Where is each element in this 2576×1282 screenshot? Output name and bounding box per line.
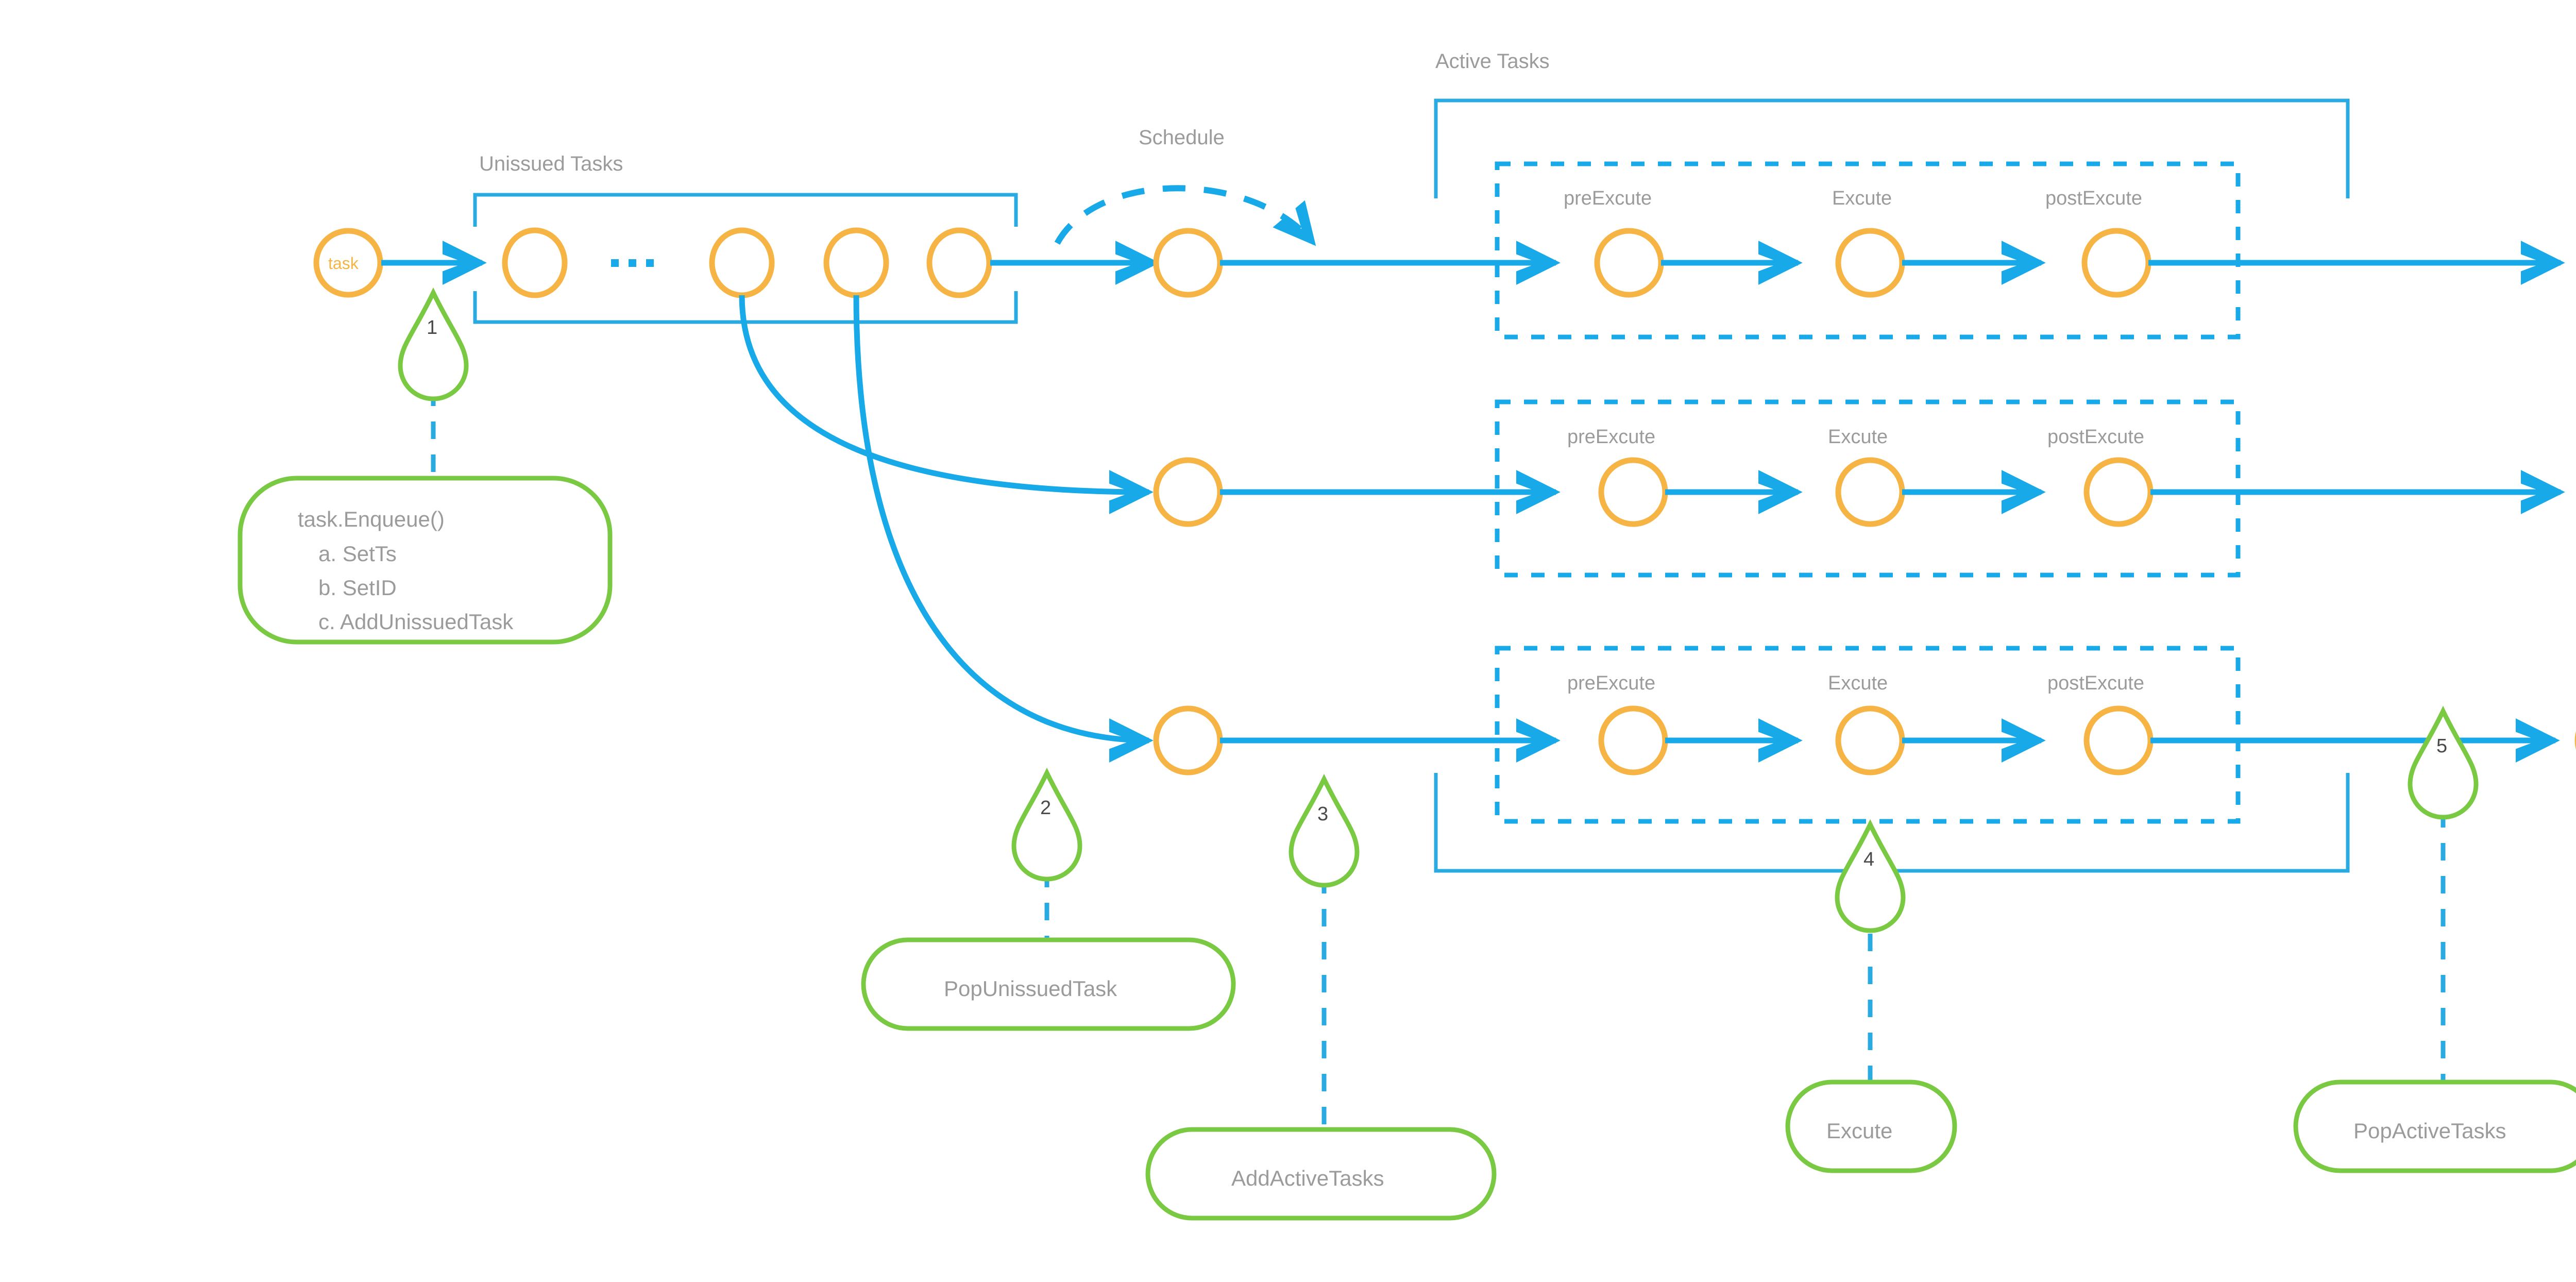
callout-enqueue-step-b: b. SetID [318,576,397,600]
row-3-label-excute: Excute [1828,672,1888,694]
schedule-label: Schedule [1139,126,1225,149]
marker-4-number: 4 [1863,849,1875,870]
row-2-label-excute: Excute [1828,426,1888,448]
row-1-entry-node[interactable] [1153,228,1223,298]
row-3-node-excute[interactable] [1835,705,1905,775]
row-1-node-postexcute[interactable] [2081,228,2151,298]
row-1-label-excute: Excute [1832,188,1892,209]
row-3-label-postexcute: postExcute [2047,672,2144,694]
callout-enqueue-step-c: c. AddUnissuedTask [318,610,514,634]
row-2-entry-node[interactable] [1153,457,1223,527]
row-3-node-postexcute[interactable] [2083,705,2154,775]
source-task-node[interactable] [313,228,383,298]
unissued-task-node-1[interactable] [502,227,568,298]
unissued-task-node-3[interactable] [823,227,889,298]
row-2-node-postexcute[interactable] [2083,457,2154,527]
callout-box-pop-unissued[interactable] [861,937,1236,1031]
callout-box-excute[interactable] [1785,1079,1957,1173]
row-3-pipeline-box [1495,646,2241,824]
row-2-label-postexcute: postExcute [2047,426,2144,448]
callout-add-active-label: AddActiveTasks [1231,1166,1384,1190]
unissued-task-node-2[interactable] [709,227,775,298]
row-3-node-preexcute[interactable] [1598,705,1668,775]
row-3-label-preexcute: preExcute [1567,672,1656,694]
unissued-tasks-group-label: Unissued Tasks [479,153,623,175]
active-tasks-group-label: Active Tasks [1435,50,1550,73]
row-1-node-preexcute[interactable] [1594,228,1664,298]
queue-ellipsis-dots [611,259,654,267]
row-1-label-preexcute: preExcute [1564,188,1652,209]
callout-enqueue-title: task.Enqueue() [298,507,445,531]
edge-queue-to-row2 [739,295,1154,514]
marker-2-droplet-icon [1011,767,1082,882]
row-2-node-excute[interactable] [1835,457,1905,527]
callout-pop-active-label: PopActiveTasks [2353,1119,2506,1143]
callout-box-enqueue[interactable] [238,476,613,645]
row-1-label-postexcute: postExcute [2045,188,2142,209]
marker-4-droplet-icon [1835,819,1906,933]
row-2-node-preexcute[interactable] [1598,457,1668,527]
row-1-pipeline-box [1495,161,2241,340]
marker-1-number: 1 [427,317,438,339]
row-1-node-excute[interactable] [1835,228,1905,298]
callout-box-pop-active[interactable] [2293,1079,2576,1173]
callout-excute-label: Excute [1826,1119,1893,1143]
marker-5-number: 5 [2436,735,2448,757]
callout-box-add-active[interactable] [1145,1127,1497,1221]
marker-3-number: 3 [1317,803,1329,825]
row-2-label-preexcute: preExcute [1567,426,1656,448]
callout-enqueue-step-a: a. SetTs [318,542,397,566]
row-2-pipeline-box [1495,399,2241,578]
marker-2-number: 2 [1040,797,1052,819]
row-3-entry-node[interactable] [1153,705,1223,775]
marker-1-droplet-icon [398,287,469,401]
callout-pop-unissued-label: PopUnissuedTask [944,976,1117,1001]
marker-3-droplet-icon [1289,773,1360,888]
unissued-task-node-4[interactable] [926,227,992,298]
schedule-dashed-arc [1054,185,1316,246]
edge-queue-to-row3 [853,295,1154,763]
marker-5-droplet-icon [2408,705,2479,820]
source-task-node-label: task [328,254,359,273]
